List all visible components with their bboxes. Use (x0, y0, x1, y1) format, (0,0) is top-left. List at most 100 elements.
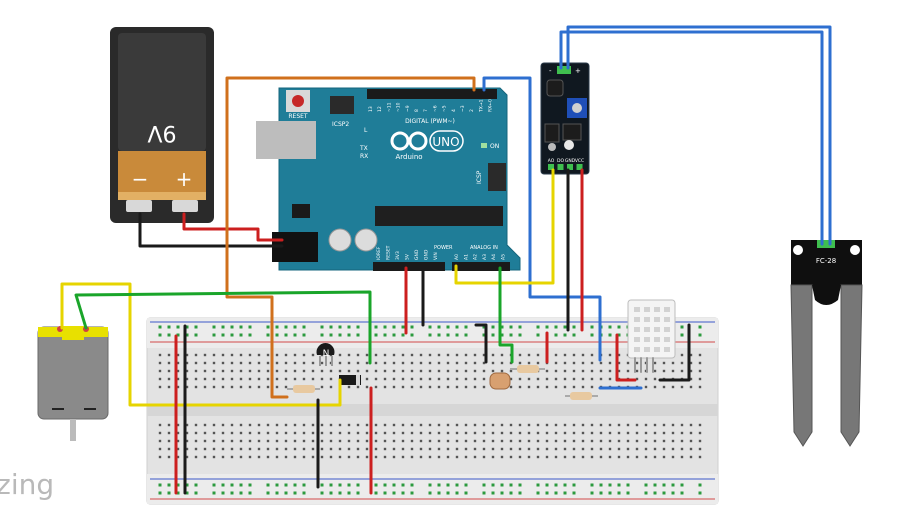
breadboard-hole (383, 369, 387, 373)
breadboard-hole (446, 385, 450, 389)
power-pin-label: GND (414, 249, 420, 260)
dht-grille-slot (664, 307, 670, 312)
breadboard-hole (644, 447, 648, 451)
breadboard-hole (437, 447, 441, 451)
breadboard-hole (689, 439, 693, 443)
breadboard-hole (653, 369, 657, 373)
breadboard-hole (221, 377, 225, 381)
breadboard-hole (275, 325, 279, 329)
breadboard-hole (230, 333, 234, 337)
breadboard-hole (194, 353, 198, 357)
breadboard-hole (311, 377, 315, 381)
breadboard-hole (293, 439, 297, 443)
breadboard-hole (320, 333, 324, 337)
breadboard-hole (608, 333, 612, 337)
breadboard-hole (572, 455, 576, 459)
dht-grille-slot (644, 347, 650, 352)
breadboard-hole (320, 431, 324, 435)
breadboard-hole (626, 369, 630, 373)
breadboard-hole (626, 455, 630, 459)
breadboard-hole (446, 491, 450, 495)
breadboard-hole (446, 325, 450, 329)
breadboard-hole (653, 455, 657, 459)
analog-pin-label: A3 (482, 254, 488, 260)
breadboard-hole (509, 385, 513, 389)
breadboard-hole (176, 377, 180, 381)
breadboard-hole (365, 455, 369, 459)
breadboard-hole (374, 325, 378, 329)
breadboard-hole (581, 361, 585, 365)
breadboard-hole (194, 447, 198, 451)
breadboard-hole (176, 483, 180, 487)
breadboard-hole (608, 361, 612, 365)
breadboard-hole (374, 483, 378, 487)
breadboard-hole (554, 439, 558, 443)
breadboard-hole (365, 447, 369, 451)
breadboard-hole (365, 423, 369, 427)
breadboard-hole (221, 369, 225, 373)
breadboard-hole (662, 431, 666, 435)
breadboard-hole (464, 361, 468, 365)
breadboard-hole (617, 325, 621, 329)
breadboard-hole (500, 431, 504, 435)
breadboard-hole (221, 353, 225, 357)
breadboard-hole (257, 377, 261, 381)
breadboard-hole (473, 385, 477, 389)
breadboard-hole (590, 325, 594, 329)
breadboard-hole (428, 353, 432, 357)
breadboard-hole (446, 353, 450, 357)
breadboard-hole (437, 439, 441, 443)
breadboard-hole (545, 447, 549, 451)
breadboard-hole (491, 353, 495, 357)
breadboard-hole (329, 483, 333, 487)
breadboard-hole (392, 377, 396, 381)
breadboard-hole (383, 431, 387, 435)
breadboard-hole (518, 431, 522, 435)
breadboard-hole (212, 431, 216, 435)
module-pin-label: AO (548, 158, 555, 164)
breadboard-hole (626, 491, 630, 495)
power-pin-label: 5V (405, 253, 411, 260)
breadboard-hole (356, 423, 360, 427)
breadboard-hole (392, 423, 396, 427)
breadboard-hole (221, 325, 225, 329)
breadboard-hole (518, 353, 522, 357)
breadboard-hole (302, 447, 306, 451)
breadboard-hole (266, 483, 270, 487)
breadboard-hole (194, 423, 198, 427)
breadboard-hole (680, 369, 684, 373)
breadboard-hole (302, 325, 306, 329)
breadboard-hole (626, 439, 630, 443)
breadboard-hole (581, 447, 585, 451)
breadboard-hole (239, 455, 243, 459)
breadboard-hole (455, 353, 459, 357)
breadboard-hole (626, 483, 630, 487)
breadboard-hole (527, 447, 531, 451)
breadboard-hole (284, 353, 288, 357)
breadboard-hole (563, 423, 567, 427)
breadboard-hole (302, 439, 306, 443)
breadboard-hole (653, 439, 657, 443)
breadboard-hole (347, 431, 351, 435)
resistor-3 (565, 392, 598, 400)
breadboard-hole (266, 491, 270, 495)
breadboard-hole (302, 423, 306, 427)
breadboard-hole (176, 385, 180, 389)
breadboard-hole (455, 455, 459, 459)
breadboard-hole (680, 491, 684, 495)
breadboard-hole (671, 447, 675, 451)
breadboard-hole (473, 447, 477, 451)
breadboard-hole (284, 377, 288, 381)
breadboard-hole (689, 431, 693, 435)
breadboard-hole (590, 353, 594, 357)
breadboard-hole (248, 431, 252, 435)
module-pin-label: DO (557, 158, 564, 164)
breadboard-hole (347, 491, 351, 495)
breadboard-hole (698, 361, 702, 365)
breadboard-hole (356, 385, 360, 389)
breadboard-hole (518, 483, 522, 487)
breadboard-hole (590, 423, 594, 427)
breadboard-hole (545, 483, 549, 487)
breadboard-hole (608, 439, 612, 443)
breadboard-hole (617, 431, 621, 435)
